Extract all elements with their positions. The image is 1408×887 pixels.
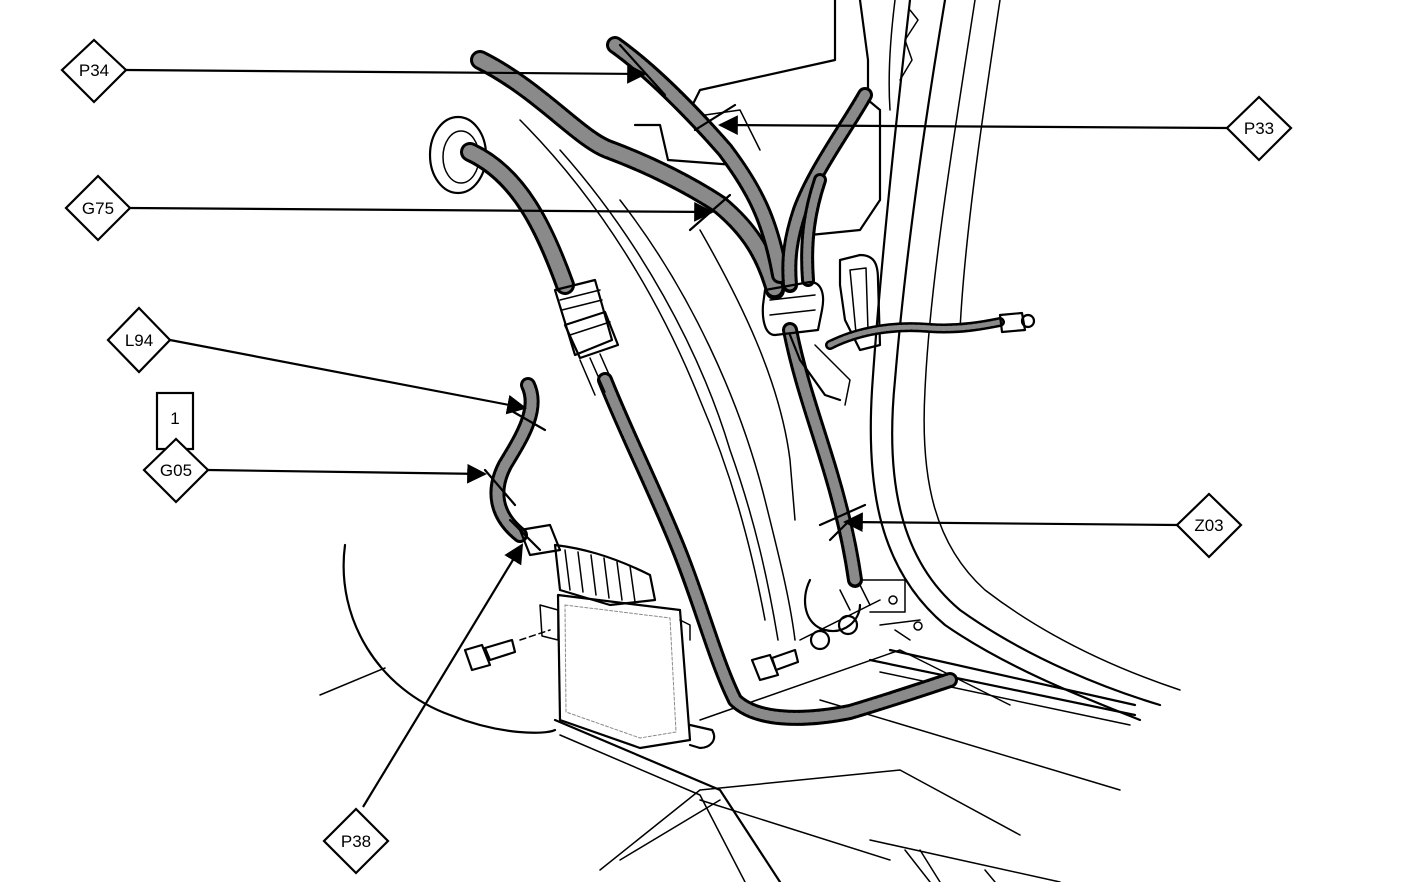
- callout-l94: L94: [106, 306, 172, 374]
- ground-eyelets: [803, 578, 871, 651]
- bolt-right: [750, 648, 800, 682]
- callout-label: P38: [341, 832, 371, 851]
- callout-label: G05: [160, 461, 192, 480]
- callout-label: G75: [82, 199, 114, 218]
- callout-badge: 1: [170, 409, 179, 428]
- control-module: [539, 543, 716, 750]
- vehicle-body-structure: [319, 0, 1181, 884]
- clip-bracket: [761, 280, 851, 406]
- side-lead-harness: [825, 311, 1036, 350]
- callout-label: P33: [1244, 119, 1274, 138]
- callout-g75: G75: [64, 174, 132, 242]
- inline-connector: [553, 278, 620, 396]
- harness-cut-marks: [483, 43, 867, 552]
- callout-g05: 1 G05: [142, 391, 210, 504]
- main-harness-upper: [470, 36, 873, 300]
- callout-label: Z03: [1194, 516, 1223, 535]
- callout-p33: P33: [1225, 95, 1293, 162]
- callout-p34: P34: [60, 38, 128, 104]
- grommet-harness: [460, 142, 958, 726]
- callout-label: P34: [79, 61, 109, 80]
- leader-lines: [125, 63, 1228, 808]
- main-harness-down-to-sill: [782, 322, 863, 588]
- module-harness: [489, 377, 562, 557]
- callout-label: L94: [125, 331, 153, 350]
- callout-p38: P38: [322, 807, 390, 875]
- bolt-left: [463, 629, 551, 672]
- callout-z03: Z03: [1175, 492, 1243, 559]
